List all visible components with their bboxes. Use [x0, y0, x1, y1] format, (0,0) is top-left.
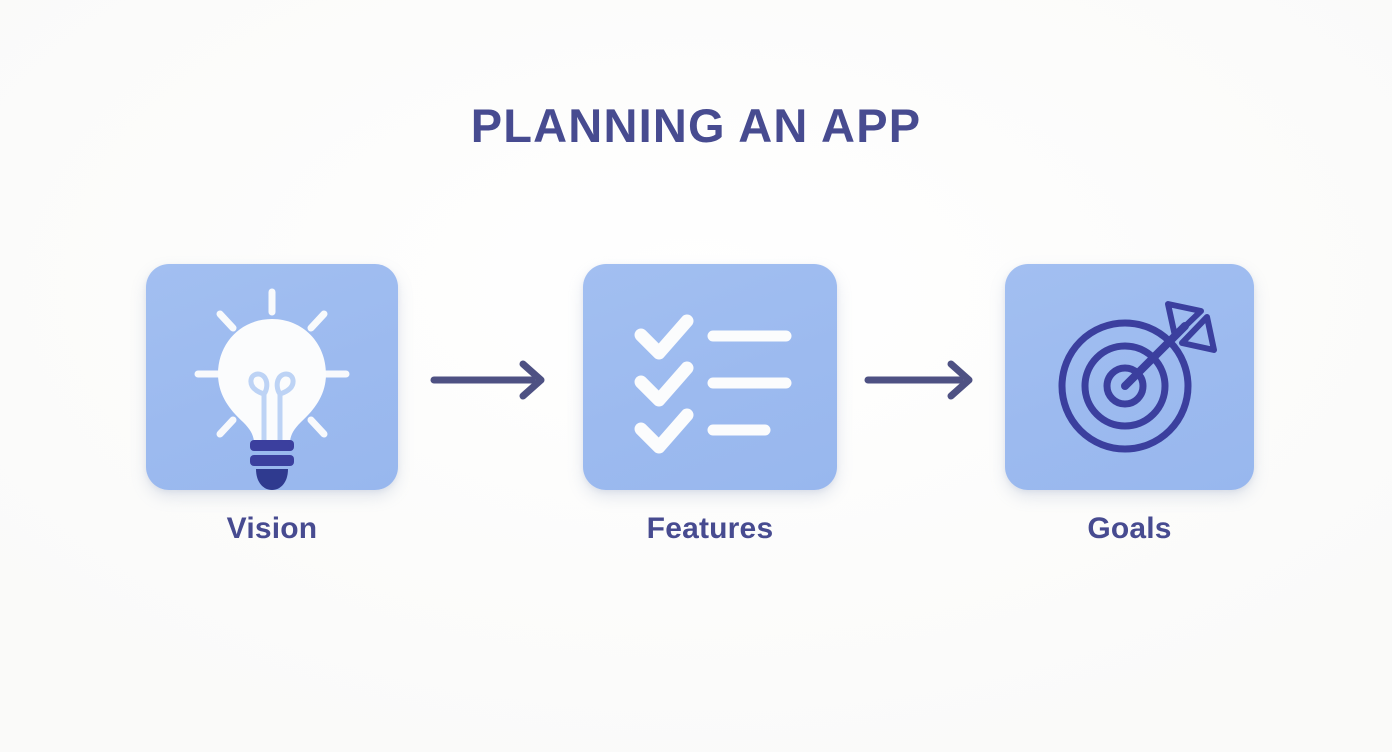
- icon-card-vision[interactable]: [146, 264, 398, 490]
- flow-step-vision[interactable]: Vision: [146, 264, 398, 546]
- arrow-right-icon: [430, 360, 545, 400]
- flow-step-label-features: Features: [646, 512, 774, 545]
- flow-step-label-vision: Vision: [226, 512, 318, 545]
- flow-connector-1: [430, 360, 552, 400]
- target-arrow-icon: [1058, 301, 1217, 453]
- flow-step-label-goals: Goals: [1087, 512, 1172, 545]
- arrow-right-icon: [864, 360, 973, 400]
- flow-step-goals[interactable]: Goals: [1005, 264, 1254, 546]
- process-flow: Vision Features: [0, 264, 1392, 564]
- lightbulb-icon: [194, 288, 350, 490]
- icon-card-goals[interactable]: [1005, 264, 1254, 490]
- checklist-icon: [634, 314, 792, 454]
- icon-card-features[interactable]: [583, 264, 837, 490]
- page-title: PLANNING AN APP: [470, 99, 922, 152]
- flow-connector-2: [864, 360, 979, 400]
- flow-step-features[interactable]: Features: [583, 264, 837, 546]
